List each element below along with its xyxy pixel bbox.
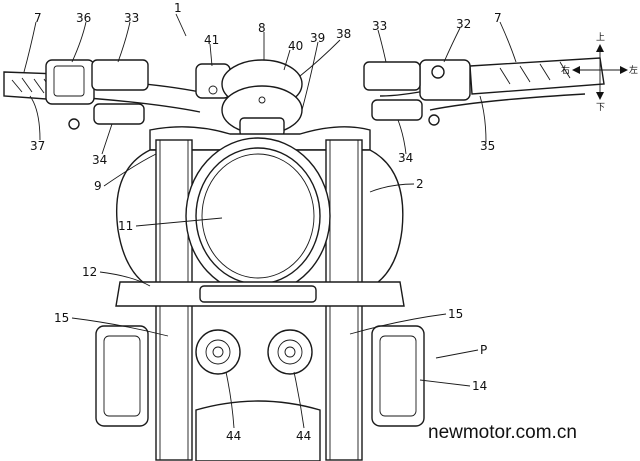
label-9: 9	[94, 179, 102, 193]
label-p: P	[480, 343, 487, 357]
label-12: 12	[82, 265, 97, 279]
mirror-mount-left	[68, 59, 149, 130]
label-38: 38	[336, 27, 351, 41]
label-37: 37	[30, 139, 45, 153]
direction-compass: 上 下 右 左	[561, 32, 638, 113]
label-7-right: 7	[494, 11, 502, 25]
leader-lines	[23, 13, 517, 429]
headlight	[185, 137, 331, 295]
grip-right	[469, 57, 605, 95]
label-33-right: 33	[372, 19, 387, 33]
label-34-right: 34	[398, 151, 413, 165]
mirror-mount-right	[363, 61, 440, 126]
compass-down-label: 下	[596, 103, 605, 113]
label-35: 35	[480, 139, 495, 153]
label-39: 39	[310, 31, 325, 45]
label-7-left: 7	[34, 11, 42, 25]
label-14: 14	[472, 379, 487, 393]
watermark-text: newmotor.com.cn	[428, 422, 577, 443]
compass-up-label: 上	[596, 32, 605, 43]
horn-left	[195, 329, 241, 375]
front-fender	[195, 400, 321, 461]
label-15-right: 15	[448, 307, 463, 321]
meter-unit	[195, 59, 303, 137]
label-36: 36	[76, 11, 91, 25]
label-1: 1	[174, 1, 182, 15]
label-34-left: 34	[92, 153, 107, 167]
label-2: 2	[416, 177, 424, 191]
label-44-left: 44	[226, 429, 241, 443]
label-44-right: 44	[296, 429, 311, 443]
label-33-left: 33	[124, 11, 139, 25]
compass-right-label: 右	[561, 64, 570, 76]
switch-housing-right	[419, 59, 471, 101]
lower-bracket	[115, 281, 405, 307]
label-32: 32	[456, 17, 471, 31]
label-15-left: 15	[54, 311, 69, 325]
label-11: 11	[118, 219, 133, 233]
horn-right	[267, 329, 313, 375]
switch-housing-left	[45, 59, 95, 105]
label-41: 41	[204, 33, 219, 47]
label-8: 8	[258, 21, 266, 35]
compass-left-label: 左	[629, 64, 638, 76]
turn-signal-right	[371, 325, 425, 427]
label-40: 40	[288, 39, 303, 53]
turn-signal-left	[95, 325, 149, 427]
